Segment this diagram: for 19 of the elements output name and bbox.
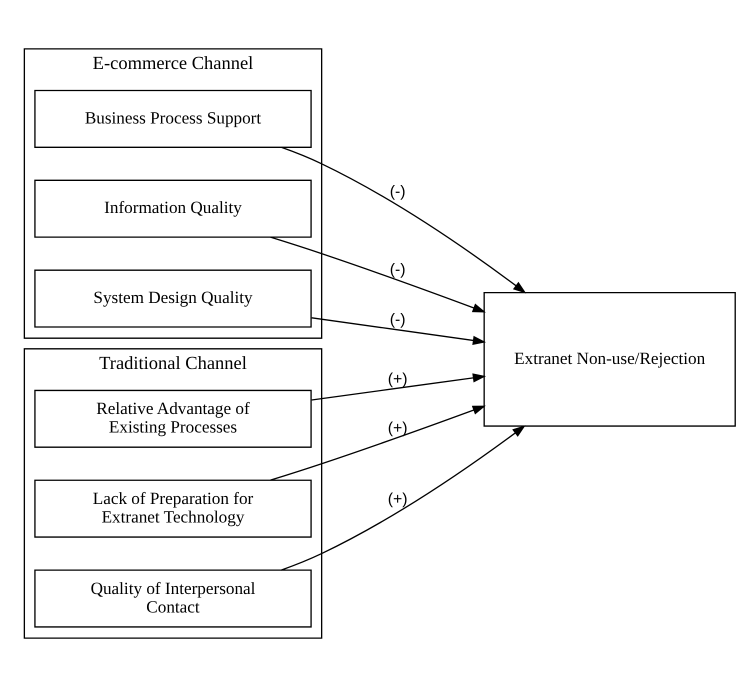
edge-label: (+) <box>388 370 408 388</box>
node-box: Quality of Interpersonal Contact <box>34 568 312 628</box>
arrow <box>270 236 486 312</box>
node-box: System Design Quality <box>34 269 312 328</box>
node-box: Business Process Support <box>34 89 312 148</box>
arrow <box>312 372 486 400</box>
edge-label: (+) <box>388 419 408 436</box>
node-box: Relative Advantage of Existing Processes <box>34 389 312 448</box>
arrow <box>281 146 526 293</box>
node-box: Information Quality <box>34 179 312 238</box>
arrow <box>312 316 486 344</box>
edge-label: (-) <box>390 260 406 278</box>
arrow <box>270 405 486 480</box>
edge-label: (+) <box>388 490 408 508</box>
node-box: Extranet Non-use/Rejection <box>484 291 736 426</box>
edge-label: (-) <box>390 310 406 328</box>
node-box: Lack of Preparation for Extranet Technology <box>34 479 312 538</box>
edge-label: (-) <box>390 182 406 200</box>
arrow <box>280 424 526 570</box>
